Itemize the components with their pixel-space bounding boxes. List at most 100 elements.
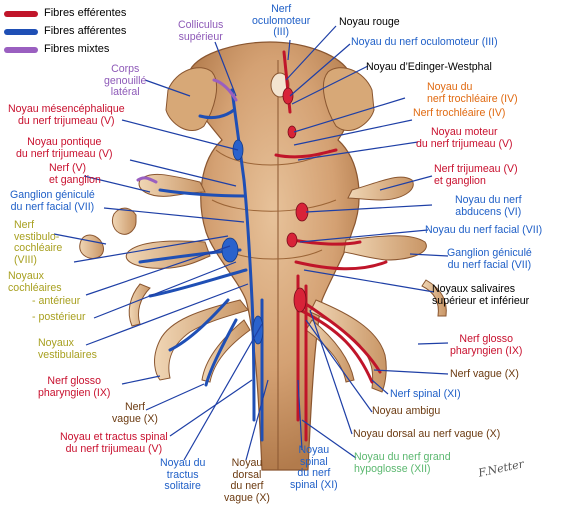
label-line: Ganglion géniculé [10,189,95,201]
label-line: latéral [110,86,140,99]
label-nerf-v-ganglion-r: Nerf trijumeau (V)et ganglion [434,163,518,187]
mixed-swatch [4,47,38,53]
label-line: pharyngien (IX) [450,344,523,357]
label-edinger: Noyau d’Edinger-Westphal [366,61,492,74]
efferent-nuclei [282,87,309,313]
label-dorsal-vague: Noyau dorsal au nerf vague (X) [353,428,501,441]
label-line: Nerf vague (X) [450,368,519,380]
label-line: supérieur [178,30,223,43]
label-line: du nerf trijumeau (V) [416,137,513,150]
label-line: Noyau du [427,81,473,93]
label-line: Nerf glosso [459,333,514,345]
label-line: vestibulaires [38,348,97,361]
label-line: Noyaux [8,270,44,282]
label-line: Noyau ambigu [372,405,441,417]
label-line: genouillé [104,74,147,87]
label-nerf-v-ganglion-l: Nerf (V)et ganglion [49,162,101,186]
label-line: Ganglion géniculé [447,247,532,259]
label-line: - antérieur [32,295,81,307]
mixed-fibres [136,78,238,184]
label-line: Noyau [231,457,263,469]
label-line: vague (X) [112,412,158,425]
label-line: spinal (XI) [290,478,338,491]
label-posterieur: - postérieur [32,311,86,324]
label-line: - postérieur [32,311,86,323]
brainstem-body [165,41,375,471]
legend-label: Fibres mixtes [44,43,110,55]
label-anterieur: - antérieur [32,295,81,308]
afferent-swatch [4,29,38,35]
label-line: du nerf trijumeau (V) [18,114,115,127]
label-line: Noyau pontique [27,136,102,148]
label-line: Nerf [124,401,145,413]
label-line: Noyau du [160,457,206,469]
label-line: Nerf (V) [49,162,87,174]
label-line: (VIII) [14,253,37,266]
label-line: vague (X) [224,491,270,504]
label-line: Noyau du nerf facial (VII) [425,224,543,236]
label-line: supérieur et inférieur [432,294,530,307]
legend-label: Fibres efférentes [44,7,127,19]
label-line: Noyau du nerf grand [354,451,451,463]
label-line: Noyau rouge [339,16,400,28]
leader-lines [53,25,449,461]
label-line: et ganglion [434,174,486,187]
label-nerf-vague-r: Nerf vague (X) [450,368,519,381]
label-line: abducens (VI) [455,205,522,218]
legend-label: Fibres afférentes [44,25,127,37]
label-line: du nerf trijumeau (V) [65,442,163,455]
label-line: Noyau dorsal au nerf vague (X) [353,428,501,440]
label-line: Noyau [298,444,330,456]
label-line: du nerf facial (VII) [447,258,532,271]
label-line: Nerf trochléaire (IV) [413,107,506,119]
label-noyau-facial: Noyau du nerf facial (VII) [425,224,543,237]
label-line: solitaire [164,480,201,493]
label-line: spinal [300,455,328,468]
label-line: nerf trochléaire (IV) [427,92,518,105]
label-line: cochléaire [14,242,63,255]
label-line: du nerf [230,480,264,493]
label-nerf-spinal: Nerf spinal (XI) [390,388,461,401]
efferent-swatch [4,11,38,17]
label-line: hypoglosse (XII) [354,462,431,475]
label-line: Noyaux salivaires [432,283,516,295]
label-line: oculomoteur [252,14,311,27]
label-line: Noyau du nerf [455,194,522,206]
label-line: tractus [166,468,199,481]
label-line: Colliculus [178,19,224,31]
label-line: Nerf spinal (XI) [390,388,461,400]
label-line: Noyau d’Edinger-Westphal [366,61,492,73]
label-line: dorsal [232,468,262,481]
label-line: vestibulo- [14,230,60,243]
label-line: cochléaires [8,281,62,294]
label-nerf-trochleaire: Nerf trochléaire (IV) [413,107,506,120]
label-line: Noyau du nerf oculomoteur (III) [351,36,498,48]
label-line: Noyaux [38,337,74,349]
label-line: Nerf [14,219,35,231]
label-line: du nerf [297,467,331,480]
label-line: pharyngien (IX) [38,386,111,399]
